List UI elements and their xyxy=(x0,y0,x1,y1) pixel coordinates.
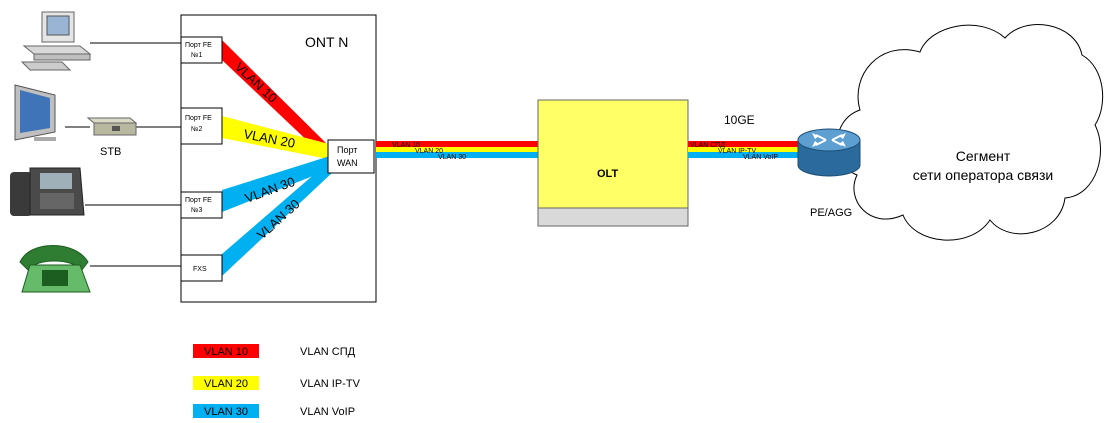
svg-text:№3: №3 xyxy=(191,207,203,214)
ont-port-fe2: Порт FE №2 xyxy=(181,108,222,144)
device-links xyxy=(65,43,181,266)
svg-text:WAN: WAN xyxy=(337,158,358,168)
stb-icon xyxy=(88,118,136,135)
svg-text:№1: №1 xyxy=(191,52,203,59)
ip-phone-icon xyxy=(10,168,84,216)
svg-text:FXS: FXS xyxy=(193,266,207,273)
legend-tag-vlan30: VLAN 30 xyxy=(204,406,248,418)
uplink-speed: 10GE xyxy=(724,113,755,127)
ont-port-fe1: Порт FE №1 xyxy=(181,37,222,63)
router-icon xyxy=(798,129,860,176)
legend: VLAN 10 VLAN СПД VLAN 20 VLAN IP-TV VLAN… xyxy=(193,344,361,418)
router-label: PE/AGG xyxy=(810,207,852,219)
cloud-label-line1: Сегмент xyxy=(956,148,1011,164)
svg-text:Порт FE: Порт FE xyxy=(185,115,212,122)
legend-desc-vlan30: VLAN VoIP xyxy=(300,406,355,418)
analog-phone-icon xyxy=(20,246,90,293)
svg-text:Порт FE: Порт FE xyxy=(185,42,212,49)
svg-text:№2: №2 xyxy=(191,126,203,133)
ont-title: ONT N xyxy=(305,34,348,50)
legend-item-vlan30: VLAN 30 VLAN VoIP xyxy=(193,404,355,418)
trunk-label-vlan30: VLAN 30 xyxy=(438,154,466,161)
cloud-label-line2: сети оператора связи xyxy=(913,167,1053,183)
legend-tag-vlan10: VLAN 10 xyxy=(204,346,248,358)
operator-network-cloud xyxy=(837,25,1103,241)
olt-label: OLT xyxy=(597,168,618,180)
ont-port-fxs: FXS xyxy=(181,255,222,281)
svg-text:Порт FE: Порт FE xyxy=(185,197,212,204)
legend-item-vlan20: VLAN 20 VLAN IP-TV xyxy=(193,376,361,390)
legend-tag-vlan20: VLAN 20 xyxy=(204,378,248,390)
olt-device xyxy=(538,100,688,226)
uplink-label-voip: VLAN VoIP xyxy=(743,154,778,161)
ont-port-wan: Порт WAN xyxy=(328,140,374,173)
tv-icon xyxy=(15,85,56,141)
stb-label: STB xyxy=(100,146,121,158)
pc-icon xyxy=(22,12,90,70)
svg-text:Порт: Порт xyxy=(337,145,357,155)
legend-item-vlan10: VLAN 10 VLAN СПД xyxy=(193,344,356,358)
ont-port-fe3: Порт FE №3 xyxy=(181,192,222,218)
legend-desc-vlan10: VLAN СПД xyxy=(300,346,356,358)
legend-desc-vlan20: VLAN IP-TV xyxy=(300,378,361,390)
